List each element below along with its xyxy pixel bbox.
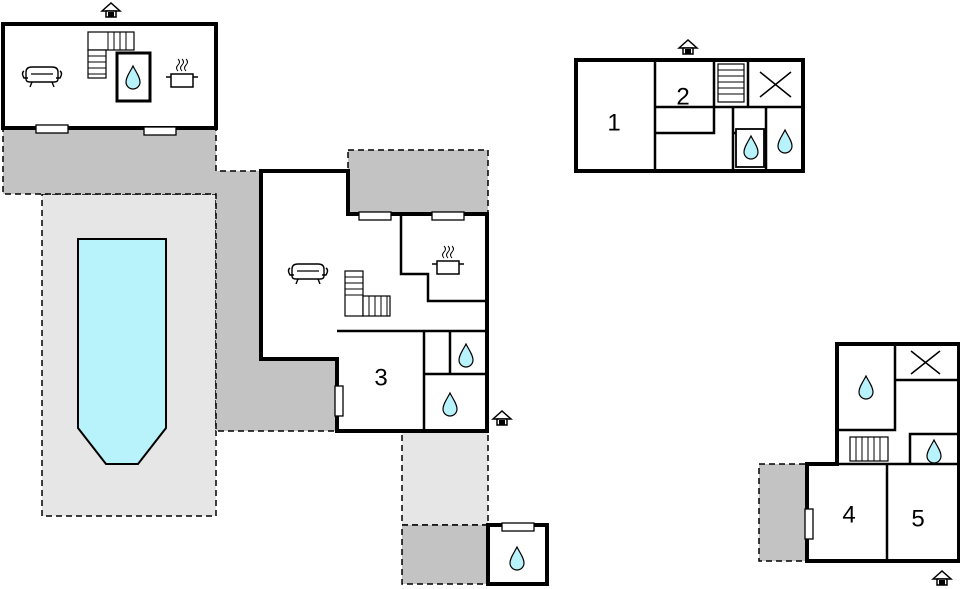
building-bottom-right: 4 5 [804,342,960,586]
room-walls [807,344,959,561]
pool [77,238,167,465]
entrance-icon [101,2,121,18]
entrance-icon [492,410,512,426]
entrance-icon [678,39,698,55]
building-top-left [1,2,218,136]
room-3-label: 3 [374,364,387,391]
room-1-label: 1 [607,109,620,136]
room-walls [337,329,487,431]
room-4-label: 4 [842,501,855,528]
lower-terrace [401,524,489,585]
building-top-right: 1 2 [574,39,805,173]
stairs-icon [87,31,135,79]
stairs-icon [344,270,391,317]
utility-x-icon [759,71,792,98]
building-center: 3 [259,169,512,433]
kitchen-walls [399,214,487,303]
utility-x-icon [910,350,941,375]
window-icon [431,211,465,221]
room-walls [653,60,803,171]
window-icon [334,385,344,417]
window-icon [501,522,535,532]
stairs-icon [717,63,745,103]
room-5-label: 5 [911,505,924,532]
window-icon [358,211,392,221]
path-paving [401,430,489,526]
window-icon [804,508,814,540]
upper-terrace [347,149,489,215]
entrance-icon [932,570,952,586]
stairs-icon [849,436,889,462]
shower-hut [486,522,549,586]
room-2-label: 2 [676,83,689,110]
side-terrace [758,463,808,562]
window-icon [35,124,69,134]
window-icon [143,126,177,136]
